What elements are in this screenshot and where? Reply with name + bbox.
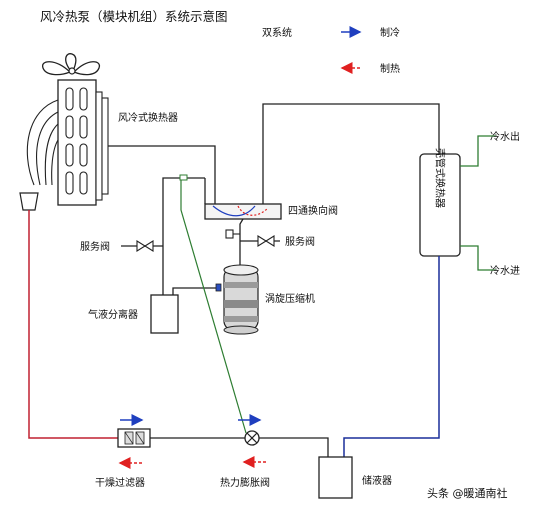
air-hx-label: 风冷式换热器 — [118, 111, 178, 124]
service-valve-right-label: 服务阀 — [285, 235, 315, 248]
shell-tube-hx-label-text: 壳管式换热器 — [434, 148, 447, 208]
pipe-separator-to-compressor — [172, 287, 218, 295]
valve-heating-path — [237, 205, 269, 216]
service-valve-left-icon — [136, 240, 147, 252]
fan-icon — [42, 53, 101, 76]
legend-cooling-label: 制冷 — [380, 26, 400, 39]
expansion-valve — [244, 430, 260, 446]
watermark: 头条 @暖通南社 — [427, 486, 508, 500]
chilled-water-out-pipe — [460, 135, 496, 167]
shell-tube-hx-label: 壳管式换热器 — [434, 148, 447, 208]
receiver-label: 储液器 — [362, 474, 392, 487]
diagram-title: 风冷热泵（模块机组）系统示意图 — [40, 9, 228, 24]
receiver — [318, 456, 353, 499]
pipe-coil-to-valve — [108, 145, 216, 204]
dryer-filter — [117, 428, 151, 448]
legend-system-label: 双系统 — [262, 26, 292, 39]
pipe-expansion-to-receiver — [258, 437, 329, 457]
four-way-valve — [204, 203, 282, 220]
gas-liquid-separator — [150, 294, 179, 334]
discharge-sensor — [225, 229, 234, 239]
scroll-compressor — [223, 264, 259, 335]
pipe-valve-to-shell — [262, 103, 440, 204]
service-valve-left-icon-b — [143, 240, 154, 252]
dryer-filter-label: 干燥过滤器 — [95, 476, 145, 489]
four-way-valve-label: 四通换向阀 — [288, 204, 338, 217]
air-heat-exchanger — [26, 79, 109, 206]
expansion-valve-label: 热力膨胀阀 — [220, 476, 270, 489]
service-valve-left-label: 服务阀 — [80, 240, 110, 253]
separator-label: 气液分离器 — [88, 308, 138, 321]
suction-line — [162, 177, 205, 295]
sensing-bulb — [179, 174, 188, 181]
drain-cup — [19, 192, 39, 211]
legend-heating-label: 制热 — [380, 62, 400, 75]
sensing-bulb-line — [180, 178, 247, 434]
valve-cooling-path — [212, 205, 256, 217]
liquid-line-right — [343, 256, 440, 457]
liquid-line-left — [28, 210, 118, 439]
chilled-water-in-label: 冷水进 — [490, 264, 520, 277]
chilled-water-in-pipe — [460, 245, 496, 271]
chilled-water-out-label: 冷水出 — [490, 130, 520, 143]
shell-tube-heat-exchanger — [419, 153, 461, 257]
compressor-inlet-fitting — [215, 283, 222, 292]
service-valve-right-icon-b — [264, 235, 275, 247]
discharge-line — [239, 218, 244, 265]
compressor-label: 涡旋压缩机 — [265, 292, 315, 305]
service-valve-right-icon — [257, 235, 268, 247]
